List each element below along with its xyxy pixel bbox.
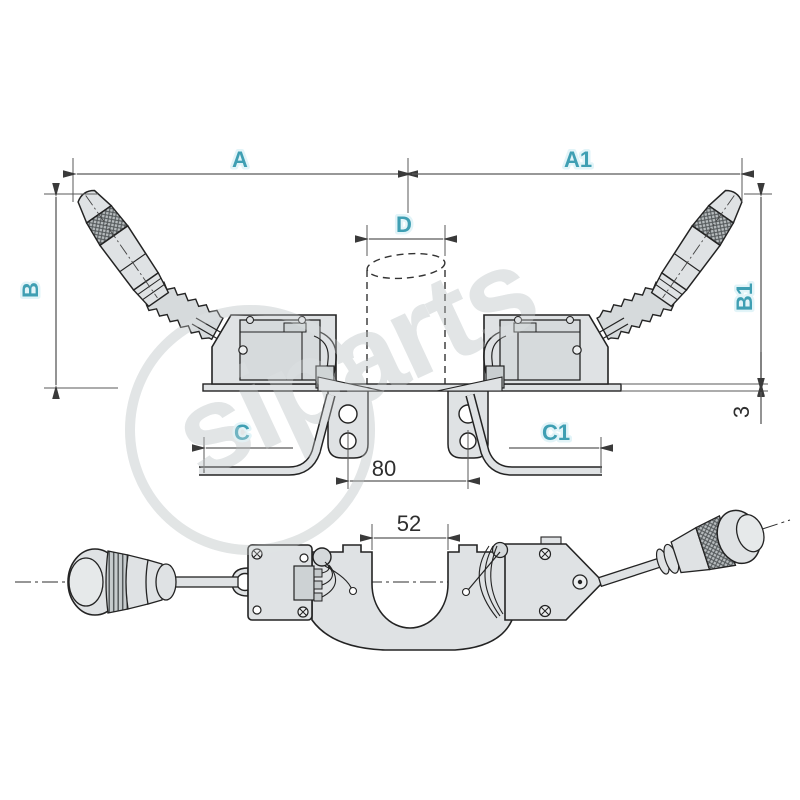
wire-grommet: [491, 541, 509, 559]
dimension-c: C: [192, 418, 293, 473]
mounting-bracket-left: [327, 390, 369, 459]
pivot-dot: [577, 579, 583, 585]
cross-screw: [251, 548, 263, 560]
dimension-plate-thickness: 3: [727, 352, 765, 424]
dimension-b1: B1: [730, 183, 772, 396]
bottom-view: 52: [15, 509, 791, 651]
terminal: [313, 568, 323, 578]
dim-label-c: C: [234, 420, 250, 445]
dim-label-a1: A1: [564, 147, 592, 172]
screw-hole: [252, 605, 262, 615]
front-view: A A1 B B1 3 D: [16, 145, 772, 489]
wires: [461, 545, 504, 619]
support-rod-left: [199, 393, 336, 476]
dimension-b: B: [16, 183, 118, 399]
dimension-52: 52: [360, 509, 460, 550]
knob-tip: [68, 557, 104, 607]
saddle-clamp-body: [311, 544, 513, 651]
screw-hole: [299, 553, 309, 563]
dim-label-3: 3: [729, 406, 754, 418]
cross-screw: [538, 547, 552, 561]
dim-label-a: A: [232, 147, 248, 172]
mounting-plate: [202, 383, 622, 392]
dim-label-b: B: [18, 282, 43, 298]
dim-label-d: D: [396, 212, 412, 237]
bottom-right-stalk: [597, 509, 765, 588]
dimension-80: 80: [336, 430, 480, 489]
dimension-a1: A1: [398, 145, 754, 202]
support-rod-right: [465, 393, 602, 476]
wires: [321, 561, 358, 598]
knob-tip: [735, 514, 765, 553]
bracket-hole: [338, 404, 358, 424]
dimension-c1: C1: [509, 418, 613, 473]
terminal-connector: [293, 565, 315, 601]
cross-screw: [297, 606, 309, 618]
left-switch-plate: [231, 544, 358, 621]
stalk-shaft: [171, 576, 239, 588]
dimension-d: D: [355, 210, 457, 256]
right-switch-housing: [461, 536, 605, 621]
wire-grommet: [312, 547, 332, 567]
dim-label-80: 80: [372, 456, 396, 481]
stalk-shaft: [597, 557, 662, 588]
dim-label-52: 52: [397, 511, 421, 536]
dim-label-c1: C1: [542, 420, 570, 445]
dim-label-b1: B1: [732, 283, 757, 311]
terminal: [313, 580, 323, 590]
dimension-a: A: [63, 145, 418, 213]
cross-screw: [538, 604, 552, 618]
steering-column-dashed: [366, 252, 446, 384]
bottom-left-stalk: [67, 548, 239, 616]
terminal: [313, 592, 323, 602]
